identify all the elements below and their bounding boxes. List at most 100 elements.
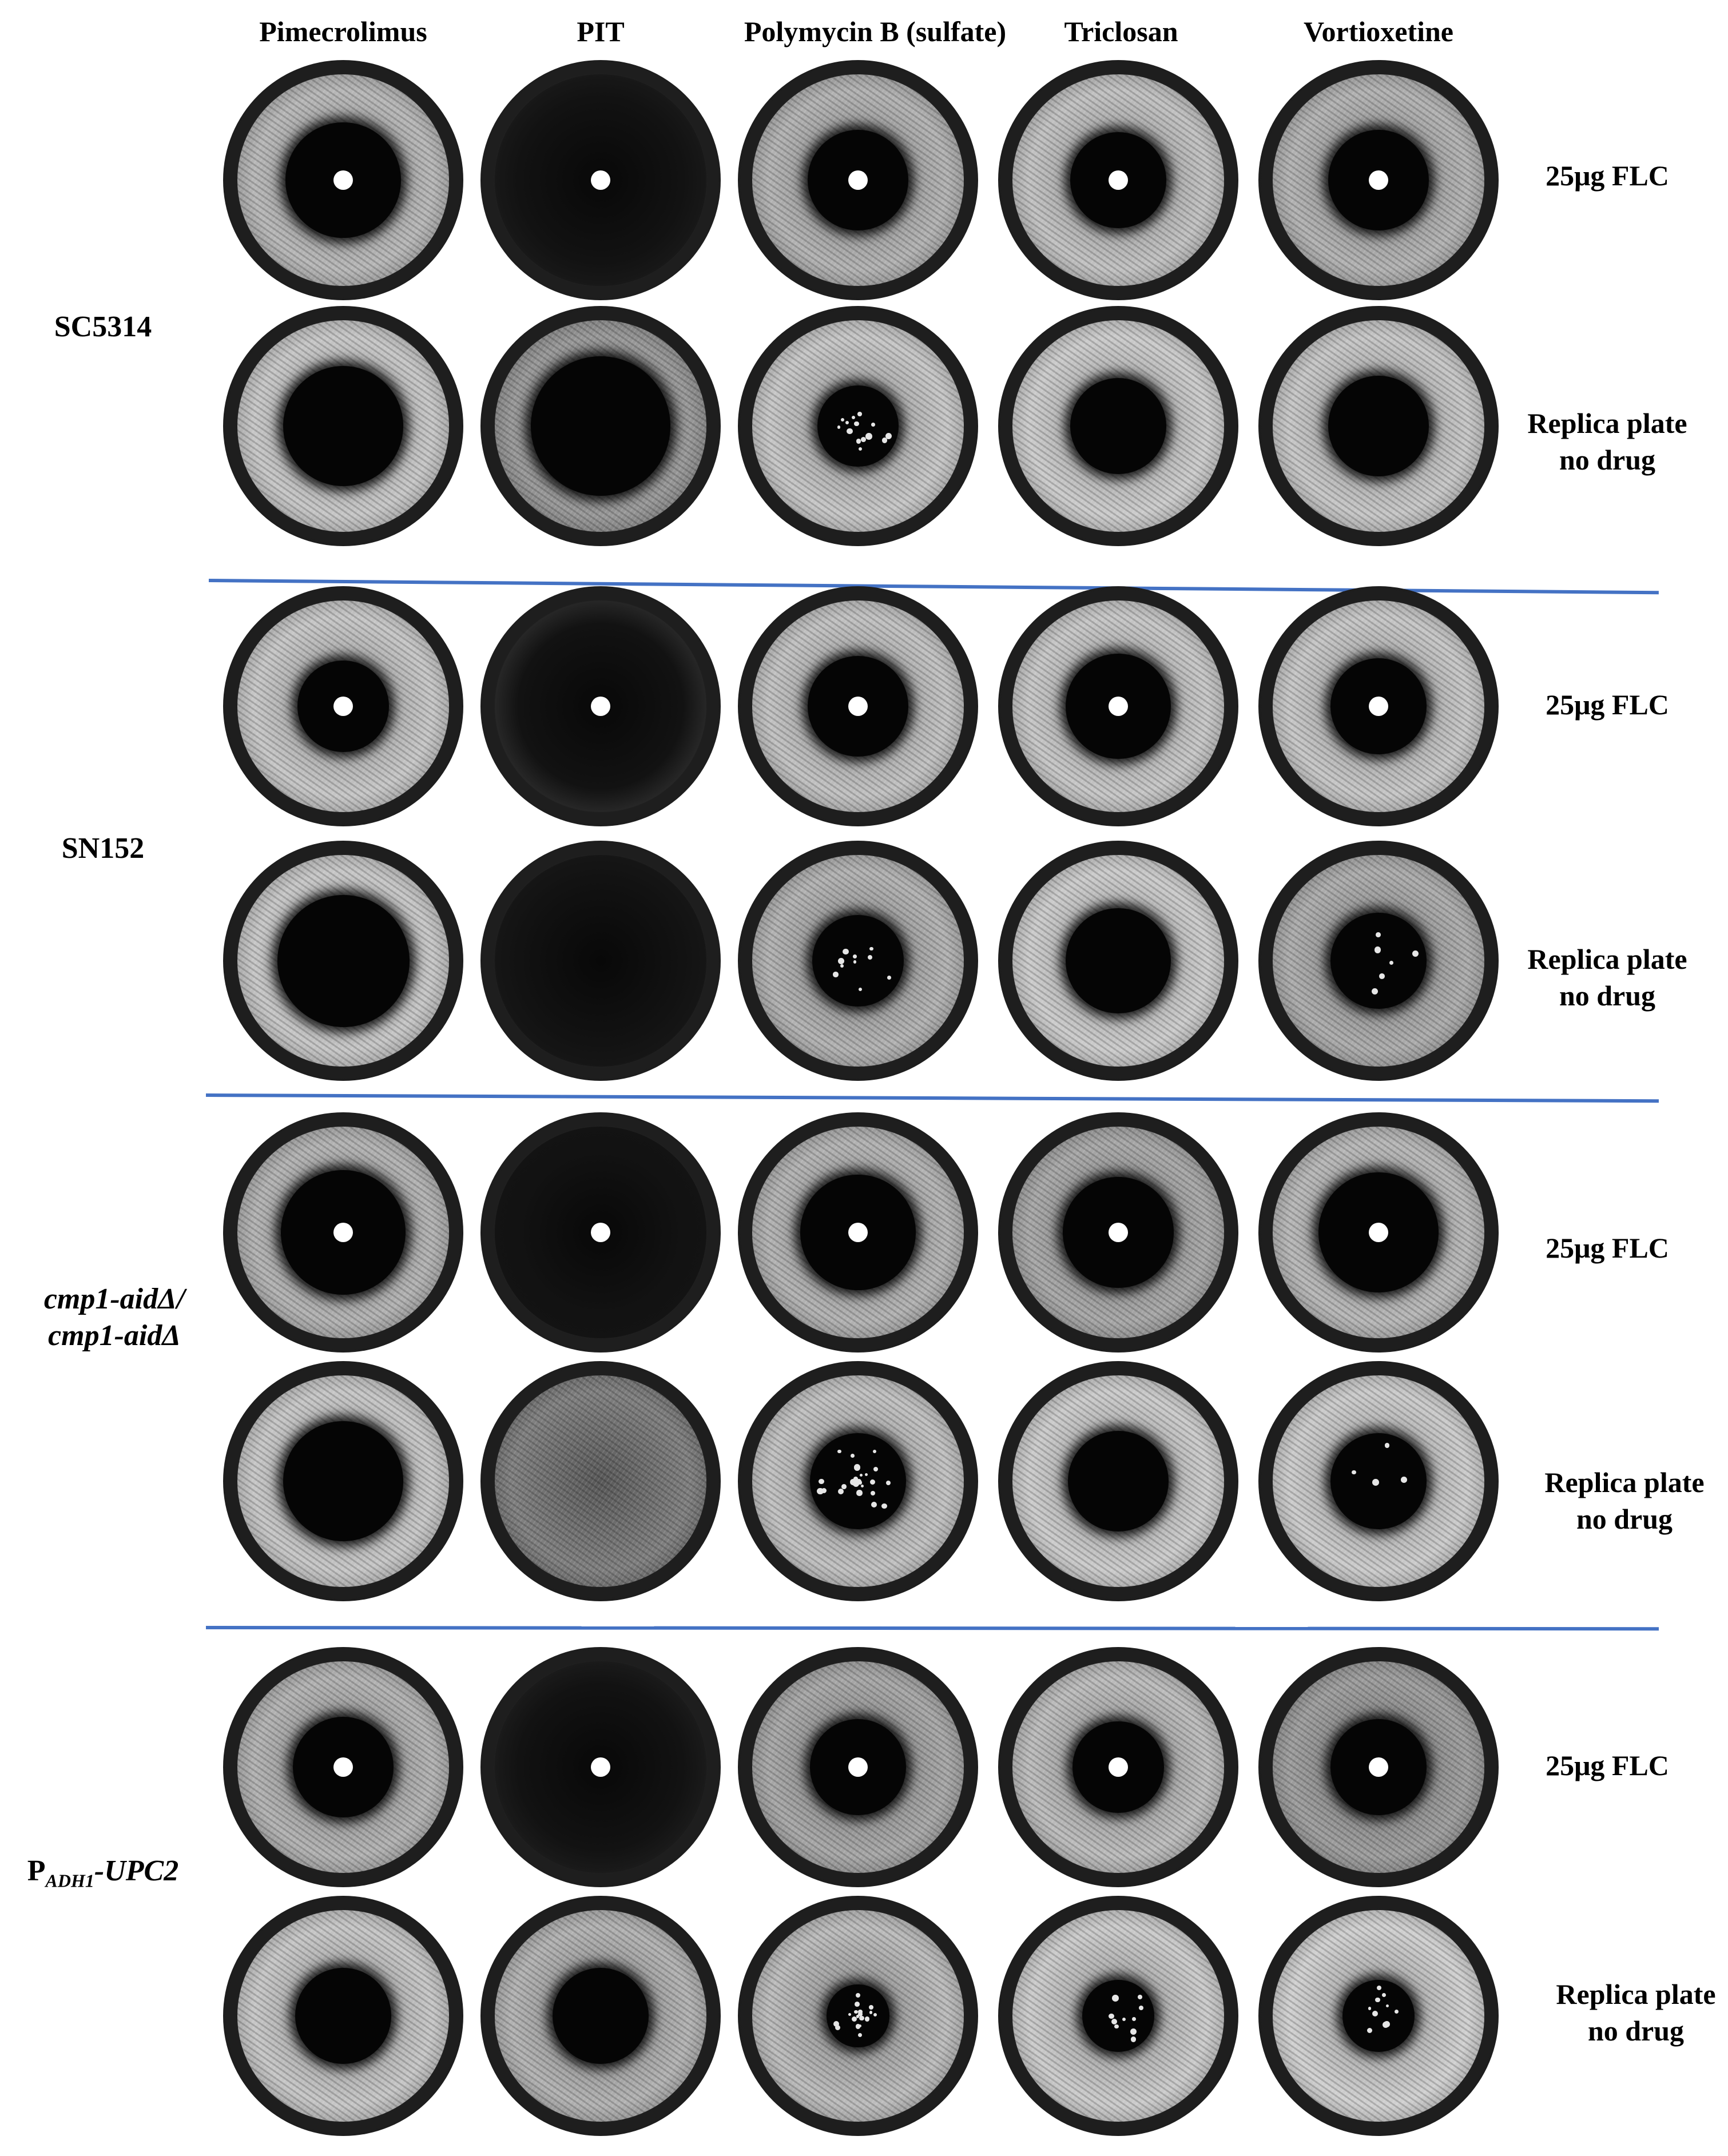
colony [858,2024,861,2028]
colony [1382,2021,1389,2028]
colony [881,437,887,443]
colony [887,976,891,980]
petri-plate [1258,841,1499,1081]
colony [851,2016,857,2022]
condition-label-replica: Replica plate no drug [1522,1464,1727,1537]
colony [865,1473,868,1477]
colony [840,418,844,422]
column-header-pit: PIT [577,15,625,47]
column-header-vortioxetine: Vortioxetine [1304,15,1453,47]
petri-plate [998,1112,1238,1353]
colony [856,1490,863,1496]
condition-label-replica-line1: Replica plate [1527,943,1687,975]
colony [835,2024,840,2030]
antifungal-disk [333,1757,353,1777]
condition-label-replica: Replica plate no drug [1533,1976,1728,2049]
colony [1132,2016,1137,2021]
colony [853,954,857,958]
antifungal-disk [591,1223,610,1242]
colony [855,2001,860,2007]
column-header-pimecrolimus: Pimecrolimus [259,15,427,47]
strain-label-padh1-upc2: PADH1-UPC2 [0,1853,206,1899]
plate-lawn [495,855,706,1067]
colony [1385,2004,1389,2008]
colony [1375,1997,1381,2003]
antifungal-disk [333,697,353,716]
colony [854,421,859,427]
petri-plate [738,841,978,1081]
petri-plate [738,1647,978,1887]
inhibition-zone [295,1968,391,2064]
colony [1139,2005,1143,2010]
petri-plate [738,306,978,546]
antifungal-disk [333,1223,353,1242]
antifungal-disk [848,170,868,190]
colony [856,439,861,444]
colony [855,1479,860,1485]
colony [833,972,839,977]
petri-plate [998,841,1238,1081]
colony [1375,932,1381,938]
petri-plate [223,1647,463,1887]
colony [881,1503,887,1509]
colony [853,960,856,964]
antifungal-disk [1369,1757,1388,1777]
antifungal-disk [1109,170,1128,190]
inhibition-zone [1330,913,1427,1009]
colony [819,1478,824,1485]
column-header-polymycin-b: Polymycin B (sulfate) [744,15,1007,47]
colony [851,416,856,420]
colony [853,1476,858,1481]
antifungal-disk [591,170,610,190]
colony [853,1464,861,1471]
colony [859,987,863,991]
plate-lawn [495,1375,706,1587]
petri-plate [1258,60,1499,300]
colony [1372,1479,1379,1486]
antifungal-disk [1109,1223,1128,1242]
colony [858,2033,863,2038]
petri-plate [998,586,1238,826]
separator-line [208,579,1659,595]
petri-plate [480,60,721,300]
petri-plate [998,1647,1238,1887]
colony [1394,2009,1399,2014]
colony [1374,946,1381,954]
colony [859,2015,864,2020]
antifungal-disk [591,1757,610,1777]
inhibition-zone [283,366,403,486]
petri-plate [223,1896,463,2136]
colony [1122,2017,1126,2021]
colony [865,433,873,440]
strain-label-cmp1: cmp1-aidΔ/ cmp1-aidΔ [11,1281,217,1354]
colony [871,423,875,427]
colony [1401,1476,1408,1483]
petri-plate [480,1112,721,1353]
colony [1384,1442,1390,1448]
colony [817,1488,824,1495]
colony [1111,2019,1118,2025]
condition-label-replica: Replica plate no drug [1504,941,1710,1014]
petri-plate [1258,1112,1499,1353]
colony [1389,960,1394,965]
colony [869,1479,875,1485]
antifungal-disk [1369,1223,1388,1242]
colony [869,2005,873,2010]
petri-plate [480,1896,721,2136]
antifungal-disk [848,1223,868,1242]
separator-line [205,1626,1659,1631]
petri-plate [223,306,463,546]
colony [856,2015,860,2018]
inhibition-zone [1328,375,1429,477]
colony [1371,988,1378,995]
colony [843,948,849,954]
colony [840,964,844,968]
colony [869,946,873,951]
antifungal-disk [1109,1757,1128,1777]
colony [1114,2024,1119,2029]
colony [864,2016,870,2022]
colony [861,1485,864,1488]
petri-plate [998,1896,1238,2136]
colony [854,2010,858,2014]
condition-label-replica-line2: no drug [1559,980,1656,1012]
